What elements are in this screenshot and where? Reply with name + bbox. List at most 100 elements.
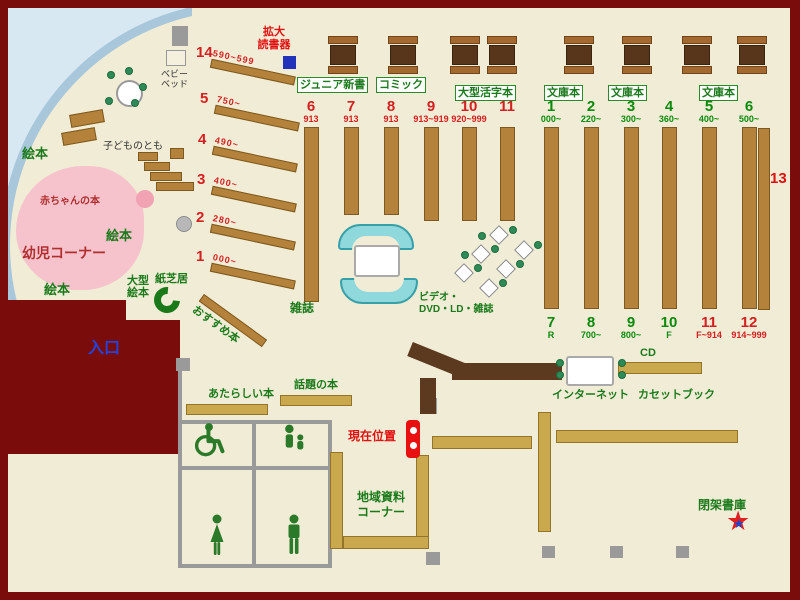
table-top bbox=[489, 45, 515, 65]
shelf-number: 4 bbox=[664, 98, 674, 115]
shelf-number: 9 bbox=[626, 314, 636, 331]
shelf-number: 6 bbox=[306, 98, 316, 115]
label-video-dvd: ビデオ・ DVD・LD・雑誌 bbox=[419, 292, 494, 315]
chair bbox=[388, 66, 418, 74]
shelf-number: 5 bbox=[200, 90, 209, 107]
table-top bbox=[390, 45, 416, 65]
star-icon: ★ bbox=[733, 516, 745, 531]
chair bbox=[487, 36, 517, 44]
pillar bbox=[172, 26, 188, 46]
label-wadai-no-hon: 話題の本 bbox=[294, 379, 338, 391]
label-ogata-ehon: 大型 絵本 bbox=[127, 275, 149, 299]
shelf-bar bbox=[741, 127, 757, 309]
shelf-column: 8 913 bbox=[371, 99, 411, 215]
wall-segment bbox=[182, 466, 328, 470]
chair-dot bbox=[556, 371, 564, 379]
wall-segment bbox=[182, 420, 332, 424]
shelf-number: 5 bbox=[704, 98, 714, 115]
shelf-call-range: 700~ bbox=[580, 330, 602, 340]
chair-dot bbox=[461, 251, 469, 259]
shelf-call-range: 914~999 bbox=[731, 330, 767, 340]
shelf-bar bbox=[583, 127, 599, 309]
shelf-call-range: 913 bbox=[303, 114, 319, 124]
service-counter bbox=[420, 378, 436, 414]
shelf-column: 1 000~ bbox=[531, 99, 571, 309]
shelf-column-label: 11 F~914 bbox=[689, 315, 729, 341]
shelf-call-range: 913~919 bbox=[413, 114, 449, 124]
closed-stacks-star: ★ ★ bbox=[726, 508, 758, 540]
label-kamishibai: 紙芝居 bbox=[155, 273, 188, 285]
chair bbox=[564, 36, 594, 44]
shelf-call-range: 220~ bbox=[580, 114, 602, 124]
shelf-number: 6 bbox=[744, 98, 754, 115]
shelf-bar bbox=[499, 127, 515, 221]
shelf-number: 8 bbox=[586, 314, 596, 331]
chair-dot bbox=[105, 97, 113, 105]
shelf-number: 14 bbox=[196, 44, 213, 61]
wall-segment bbox=[252, 424, 256, 468]
bookshelf bbox=[416, 455, 429, 537]
shelf-call-range: 300~ bbox=[620, 114, 642, 124]
wall-segment bbox=[252, 470, 256, 568]
chair-dot bbox=[556, 359, 564, 367]
shelf-call-range: 360~ bbox=[658, 114, 680, 124]
reading-table bbox=[737, 36, 767, 74]
chair-dot bbox=[474, 264, 482, 272]
shelf-number: 7 bbox=[546, 314, 556, 331]
chair bbox=[737, 36, 767, 44]
bookshelf bbox=[432, 436, 532, 449]
shelf-call-range: R bbox=[547, 330, 555, 340]
chair bbox=[450, 66, 480, 74]
diagonal-shelf: 3 400~ bbox=[197, 171, 327, 213]
chair bbox=[450, 36, 480, 44]
chair bbox=[622, 66, 652, 74]
label-genzai-ichi: 現在位置 bbox=[348, 429, 397, 443]
shelf-bar bbox=[461, 127, 477, 221]
shelf-column: 7 913 bbox=[331, 99, 371, 215]
label-cassette-book: カセットブック bbox=[638, 389, 715, 401]
shelf-column: 10 920~999 bbox=[449, 99, 489, 221]
label-heika-shoko: 閉架書庫 bbox=[698, 498, 747, 512]
diagonal-shelf: 2 280~ bbox=[196, 209, 326, 251]
reading-table bbox=[622, 36, 652, 74]
entrance-area bbox=[8, 300, 180, 454]
label-ehon-top: 絵本 bbox=[22, 146, 49, 161]
chair-dot bbox=[478, 232, 486, 240]
pink-stool bbox=[136, 190, 154, 208]
shelf-column: 9 913~919 bbox=[411, 99, 451, 221]
baby-care-icon bbox=[278, 424, 308, 458]
shelf-number: 12 bbox=[740, 314, 758, 331]
magnifying-reader-device bbox=[283, 56, 296, 69]
shelf-column-label: 8 700~ bbox=[571, 315, 611, 341]
table-top bbox=[566, 45, 592, 65]
table-top bbox=[452, 45, 478, 65]
label-junior-shinsho: ジュニア新書 bbox=[297, 77, 369, 93]
shelf-bar bbox=[661, 127, 677, 309]
table-top bbox=[739, 45, 765, 65]
label-akachan-no-hon: 赤ちゃんの本 bbox=[40, 196, 100, 207]
chair-dot bbox=[618, 371, 626, 379]
shelf-number: 11 bbox=[701, 314, 717, 331]
diagonal-shelf: 14 590~599 bbox=[196, 44, 326, 86]
diagonal-shelf: 5 750~ bbox=[200, 90, 330, 132]
label-yoji-corner: 幼児コーナー bbox=[22, 245, 106, 261]
chair-dot bbox=[534, 241, 542, 249]
shelf-call-range: 800~ bbox=[620, 330, 642, 340]
chair-dot bbox=[107, 71, 115, 79]
step-bench bbox=[138, 152, 158, 161]
bookshelf bbox=[538, 412, 551, 532]
chair-dot bbox=[499, 279, 507, 287]
shelf-number: 10 bbox=[660, 314, 678, 331]
label-baby-bed: ベビー ベッド bbox=[161, 69, 189, 89]
label-comic: コミック bbox=[376, 77, 426, 93]
shelf-column: 5 400~ bbox=[689, 99, 729, 309]
center-table bbox=[354, 245, 400, 277]
label-ogata-katsuji: 大型活字本 bbox=[455, 85, 516, 101]
step-bench bbox=[156, 182, 194, 191]
shelf-bar bbox=[303, 127, 319, 302]
wheelchair-icon bbox=[192, 422, 226, 458]
shelf-column-label: 10 F bbox=[649, 315, 689, 341]
diagonal-shelf: 1 000~ bbox=[196, 248, 326, 290]
chair bbox=[328, 66, 358, 74]
shelf-call-range: F~914 bbox=[696, 330, 722, 340]
